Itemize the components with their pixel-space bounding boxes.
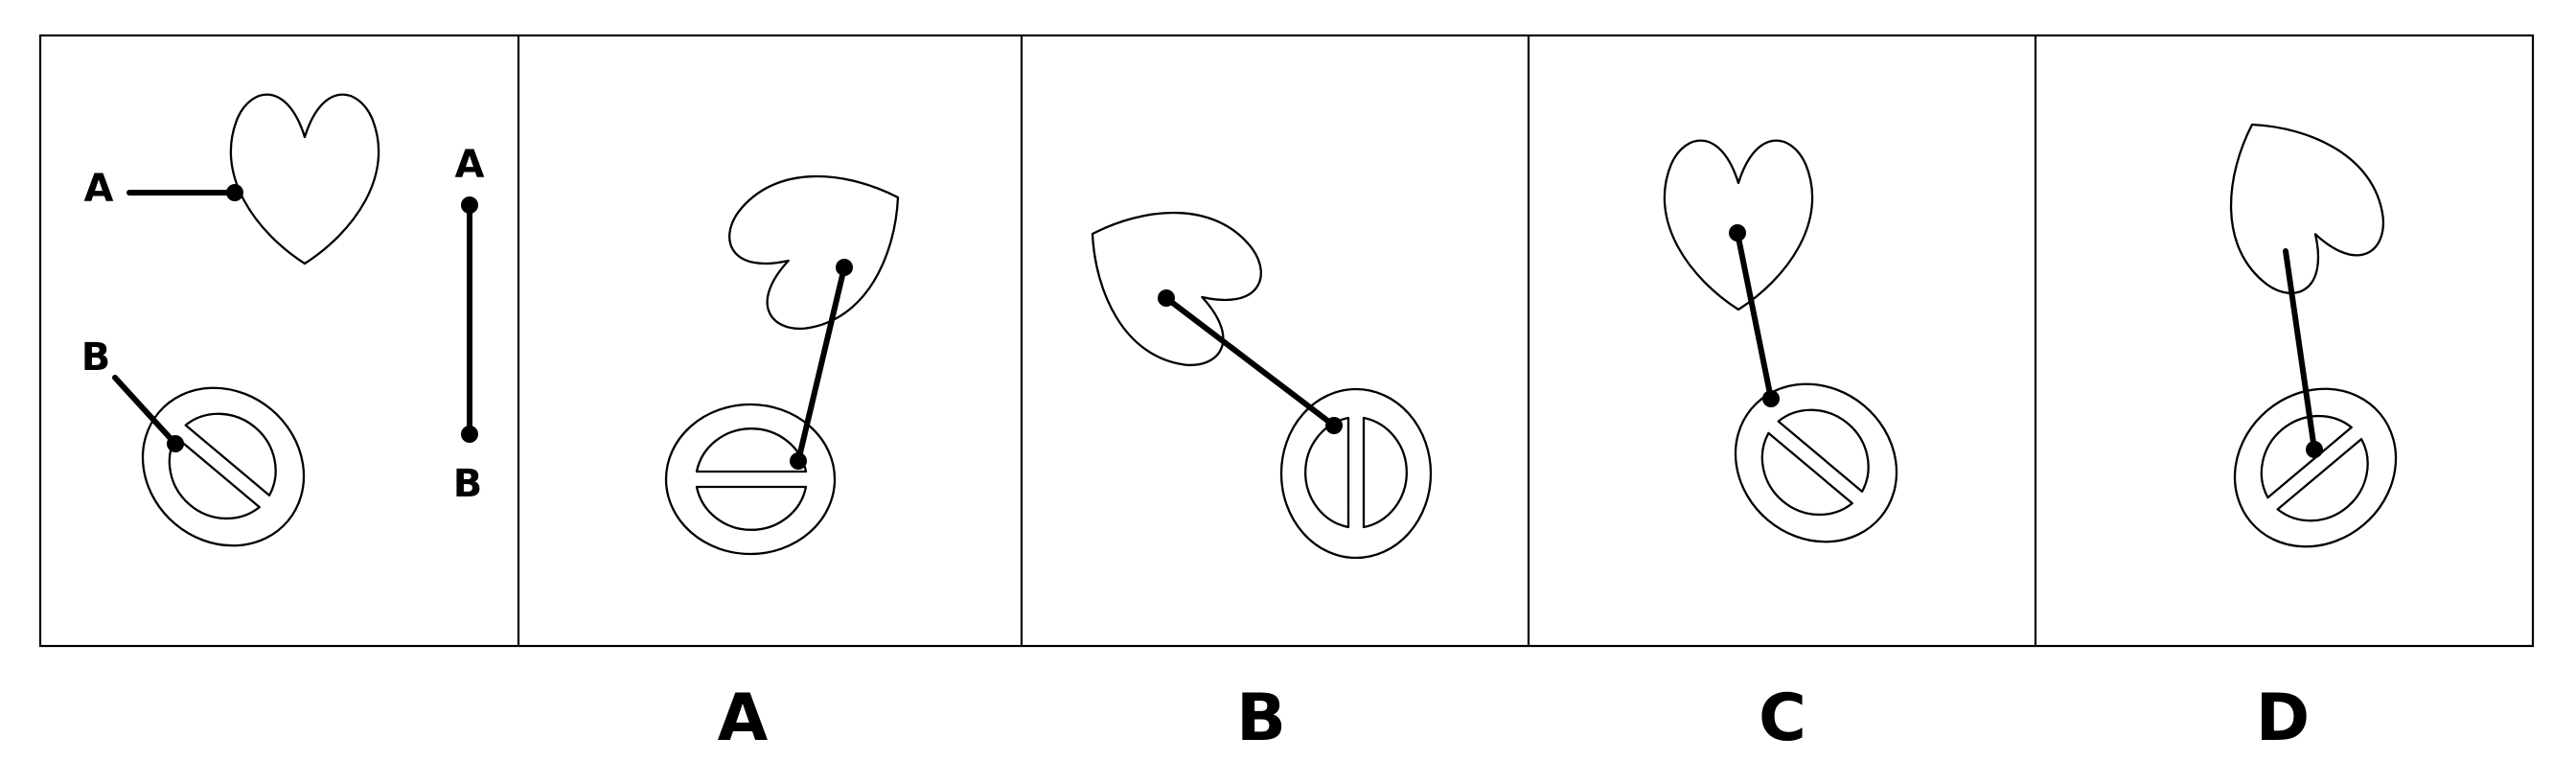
question-connector-b [112, 375, 184, 452]
question-connector-a [126, 184, 243, 201]
question-panel: A B A B [81, 93, 485, 580]
question-label-a: A [84, 167, 114, 211]
option-b-figure[interactable] [1054, 169, 1433, 560]
option-a-figure[interactable] [664, 132, 936, 556]
option-c-figure[interactable] [1663, 139, 1930, 576]
question-heart [229, 93, 380, 265]
question-disc [109, 354, 337, 580]
option-d-label[interactable]: D [2256, 680, 2310, 756]
question-segment-label-top: A [455, 143, 485, 187]
option-a-label[interactable]: A [718, 680, 769, 756]
panel-frame [38, 34, 2535, 648]
question-segment-ab [461, 196, 478, 443]
option-d-figure[interactable] [2187, 86, 2429, 581]
question-label-b: B [81, 335, 111, 380]
question-segment-label-bottom: B [453, 462, 483, 506]
option-c-label[interactable]: C [1759, 680, 1806, 756]
option-b-label[interactable]: B [1236, 680, 1286, 756]
